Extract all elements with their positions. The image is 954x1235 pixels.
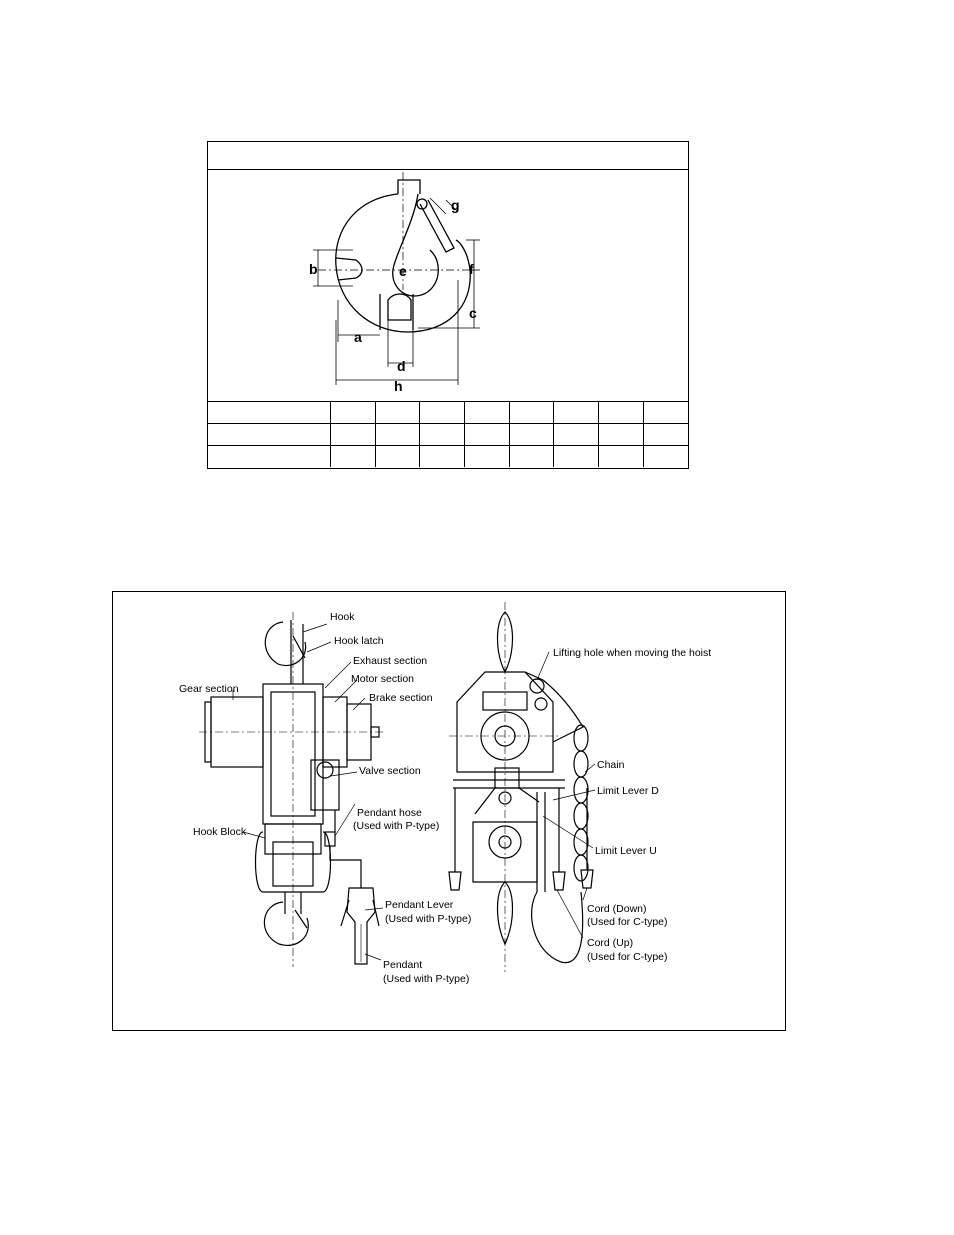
dimension-label: h bbox=[394, 378, 403, 394]
value-cell bbox=[419, 423, 466, 446]
label-cord-up: Cord (Up) bbox=[587, 937, 633, 949]
label-pendant: Pendant bbox=[383, 959, 422, 971]
hoist-parts-diagram: Hook Hook latch Exhaust section Motor se… bbox=[179, 602, 711, 985]
value-cell bbox=[330, 423, 376, 446]
value-cell bbox=[464, 423, 510, 446]
label-cord-down: Cord (Down) bbox=[587, 903, 647, 915]
value-cell bbox=[553, 423, 600, 446]
value-cell bbox=[374, 445, 421, 467]
value-cell bbox=[508, 423, 555, 446]
value-cell bbox=[464, 445, 510, 467]
value-cell bbox=[508, 401, 555, 424]
label-pendant-lever-note: (Used with P-type) bbox=[385, 913, 471, 925]
value-cell bbox=[553, 445, 600, 467]
table-row bbox=[208, 401, 688, 424]
value-cell bbox=[598, 401, 644, 424]
hook-table-title bbox=[208, 142, 688, 170]
label-motor-section: Motor section bbox=[351, 673, 414, 685]
dimension-label: d bbox=[397, 358, 406, 374]
table-row bbox=[208, 445, 688, 467]
value-cell bbox=[374, 401, 421, 424]
label-pendant-hose: Pendant hose bbox=[357, 807, 422, 819]
value-cell bbox=[374, 423, 421, 446]
label-valve-section: Valve section bbox=[359, 765, 421, 777]
row-header-cell bbox=[208, 401, 331, 424]
value-cell bbox=[642, 445, 688, 467]
value-cell bbox=[330, 445, 376, 467]
label-cord-up-note: (Used for C-type) bbox=[587, 951, 668, 963]
label-hook-block: Hook Block bbox=[193, 826, 247, 838]
dimension-label: b bbox=[309, 261, 318, 277]
value-cell bbox=[642, 423, 688, 446]
value-cell bbox=[330, 401, 376, 424]
label-lifting-hole: Lifting hole when moving the hoist bbox=[553, 647, 711, 659]
label-limit-lever-u: Limit Lever U bbox=[595, 845, 657, 857]
value-cell bbox=[419, 401, 466, 424]
label-cord-down-note: (Used for C-type) bbox=[587, 916, 668, 928]
value-cell bbox=[419, 445, 466, 467]
hook-dimension-table: b e f c a d h g bbox=[207, 141, 689, 469]
dimension-label: a bbox=[354, 329, 362, 345]
dimension-label: g bbox=[451, 197, 460, 213]
label-hook-latch: Hook latch bbox=[334, 635, 384, 647]
label-limit-lever-d: Limit Lever D bbox=[597, 785, 659, 797]
value-cell bbox=[464, 401, 510, 424]
value-cell bbox=[642, 401, 688, 424]
parts-diagram-frame: Hook Hook latch Exhaust section Motor se… bbox=[112, 591, 786, 1031]
label-gear-section: Gear section bbox=[179, 683, 239, 695]
value-cell bbox=[598, 423, 644, 446]
dimension-grid bbox=[208, 401, 688, 467]
dimension-label: f bbox=[469, 261, 474, 277]
row-header-cell bbox=[208, 445, 331, 467]
label-pendant-note: (Used with P-type) bbox=[383, 973, 469, 985]
dimension-label: e bbox=[399, 263, 407, 279]
dimension-label: c bbox=[469, 305, 477, 321]
row-header-cell bbox=[208, 423, 331, 446]
label-pendant-hose-note: (Used with P-type) bbox=[353, 820, 439, 832]
hook-dimension-drawing: b e f c a d h g bbox=[309, 172, 480, 394]
label-brake-section: Brake section bbox=[369, 692, 433, 704]
label-hook: Hook bbox=[330, 611, 355, 623]
label-chain: Chain bbox=[597, 759, 625, 771]
value-cell bbox=[508, 445, 555, 467]
value-cell bbox=[598, 445, 644, 467]
label-exhaust-section: Exhaust section bbox=[353, 655, 427, 667]
label-pendant-lever: Pendant Lever bbox=[385, 899, 454, 911]
table-row bbox=[208, 423, 688, 446]
value-cell bbox=[553, 401, 600, 424]
